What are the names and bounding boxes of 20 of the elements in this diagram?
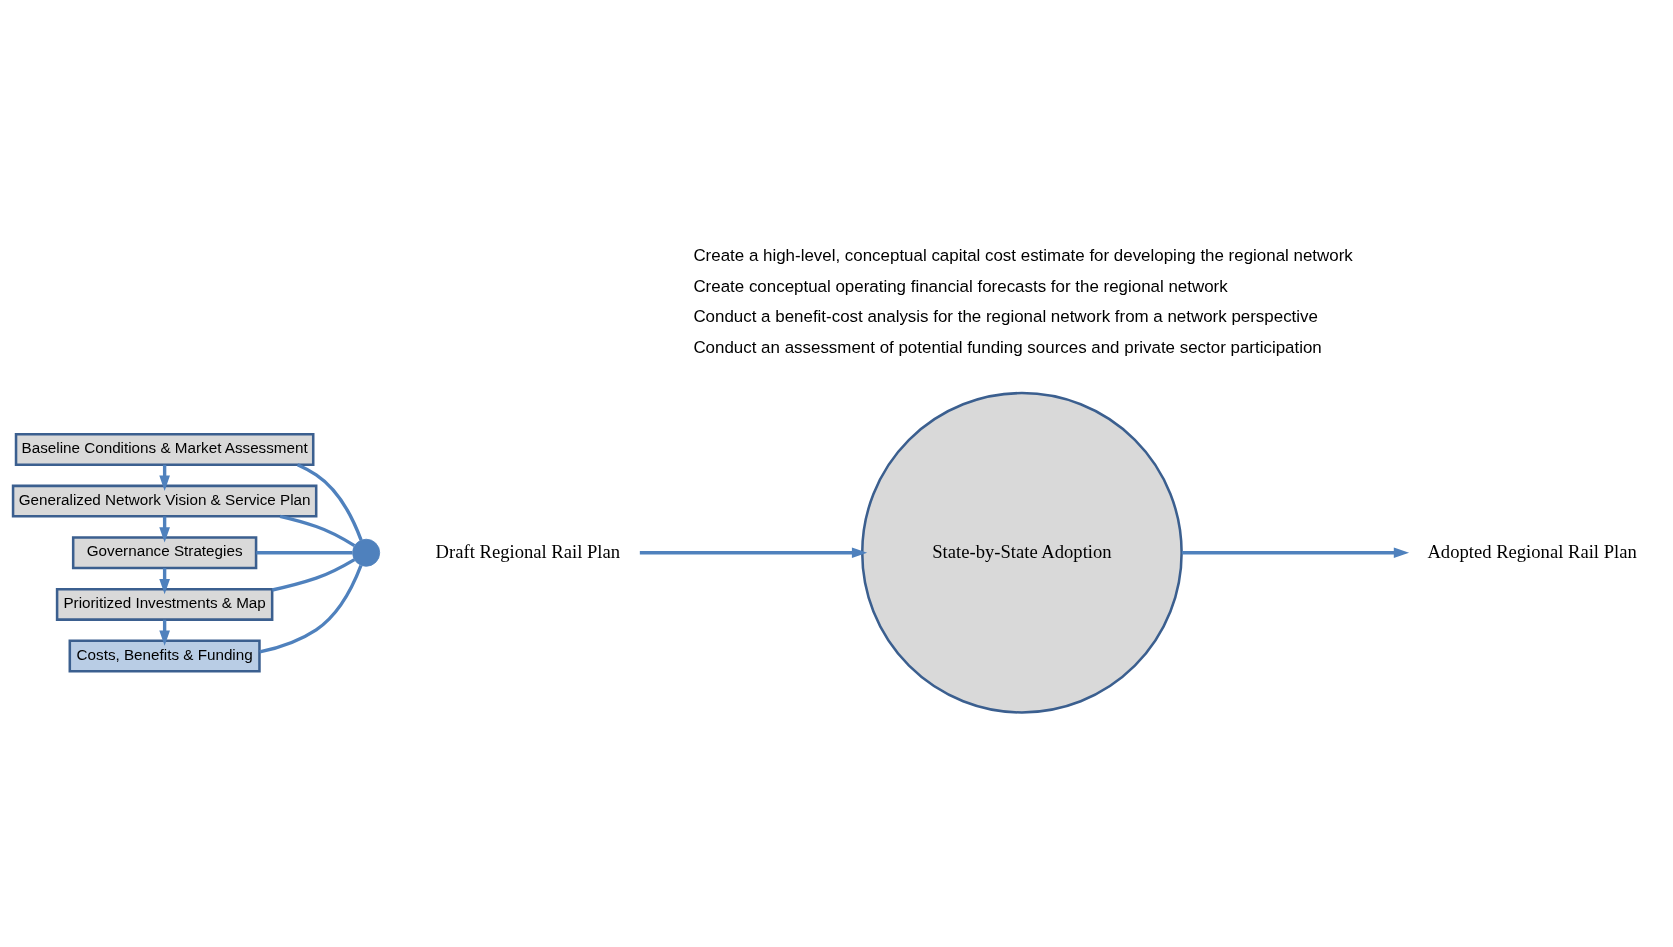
connector <box>279 514 356 548</box>
node-box: Prioritized Investments & Map <box>55 587 274 621</box>
connector <box>271 558 356 592</box>
label: Conduct a benefit-cost analysis for the regional network from a network perspective <box>693 307 1318 327</box>
node-text: Draft Regional Rail Plan <box>435 540 621 562</box>
connector <box>256 551 353 555</box>
label: Create conceptual operating financial forecasts for the regional network <box>693 276 1228 296</box>
node-circle: State-by-State Adoption <box>860 391 1183 714</box>
node-box: Costs, Benefits & Funding <box>68 639 261 673</box>
node-circle <box>352 538 381 567</box>
node-box: Generalized Network Vision & Service Plan <box>11 484 318 518</box>
label: Create a high-level, conceptual capital cost estimate for developing the regional network <box>693 246 1353 266</box>
arrow <box>1181 547 1410 559</box>
node-box: Governance Strategies <box>71 536 258 570</box>
connector <box>259 564 363 654</box>
label: Conduct an assessment of potential funding sources and private sector participation <box>693 337 1322 357</box>
node-box: Baseline Conditions & Market Assessment <box>14 432 315 466</box>
arrow <box>639 547 868 559</box>
node-text: Adopted Regional Rail Plan <box>1427 540 1637 562</box>
connector <box>296 463 363 541</box>
